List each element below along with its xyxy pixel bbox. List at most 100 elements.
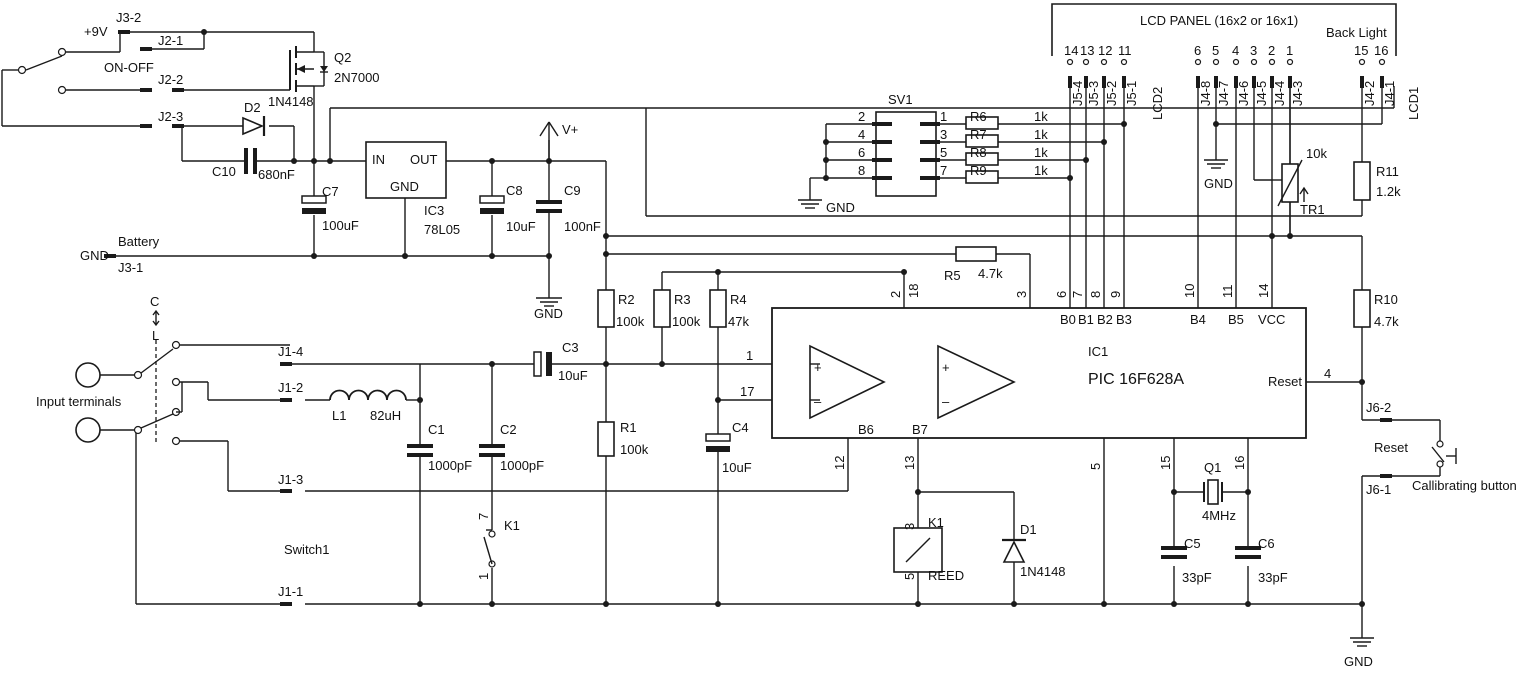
label-c1-val: 1000pF	[428, 458, 472, 473]
relay-pin-3: 3	[902, 523, 917, 530]
label-j3-2: J3-2	[116, 10, 141, 25]
header-sv1	[872, 111, 940, 197]
label-r4-val: 47k	[728, 314, 749, 329]
label-ic3: IC3	[424, 203, 444, 218]
relay-coil-k1	[893, 527, 943, 573]
resistors-r6-r9	[965, 116, 999, 184]
label-j4-4: J4-4	[1272, 81, 1287, 106]
capacitor-c9	[536, 200, 562, 213]
label-tr1-val: 10k	[1306, 146, 1327, 161]
sv1-pin-4: 4	[858, 127, 865, 142]
lcd-pin-4: 4	[1232, 43, 1239, 58]
label-sv1: SV1	[888, 92, 913, 107]
lcd-pin-3: 3	[1250, 43, 1257, 58]
trimmer-tr1	[1272, 86, 1309, 236]
label-vplus: V+	[562, 122, 578, 137]
label-c7: C7	[322, 184, 339, 199]
pin-13: 13	[902, 456, 917, 470]
ic1-b2: B2	[1097, 312, 1113, 327]
lcd-title: LCD PANEL (16x2 or 16x1)	[1140, 13, 1298, 28]
crystal-q1	[1203, 479, 1223, 505]
label-j2-1: J2-1	[158, 33, 183, 48]
ic1-b4: B4	[1190, 312, 1206, 327]
lcd-pin-13: 13	[1080, 43, 1094, 58]
ground-symbols	[536, 159, 1374, 647]
opamp2-minus: –	[942, 394, 950, 409]
label-lcd1: LCD1	[1406, 87, 1421, 120]
ic1-b0: B0	[1060, 312, 1076, 327]
label-d1-part: 1N4148	[1020, 564, 1066, 579]
label-j3-1: J3-1	[118, 260, 143, 275]
lcd-pin-12: 12	[1098, 43, 1112, 58]
label-gnd-reset: GND	[1344, 654, 1373, 669]
label-c8-val: 10uF	[506, 219, 536, 234]
diode-d2	[242, 116, 266, 136]
regulator-ic3	[365, 141, 447, 199]
mosfet-q2	[289, 46, 328, 92]
label-l1: L1	[332, 408, 346, 423]
label-r4: R4	[730, 292, 747, 307]
k1-pin-1: 1	[476, 573, 491, 580]
label-r1: R1	[620, 420, 637, 435]
opamp2-plus: +	[942, 360, 950, 375]
label-r11-val: 1.2k	[1376, 184, 1401, 199]
label-j5-1: J5-1	[1124, 81, 1139, 106]
label-c3: C3	[562, 340, 579, 355]
pin-17: 17	[740, 384, 754, 399]
ic1-b6: B6	[858, 422, 874, 437]
label-gnd-lcd: GND	[1204, 176, 1233, 191]
label-c9: C9	[564, 183, 581, 198]
capacitors-c1-c2	[407, 444, 505, 457]
label-lcd2: LCD2	[1150, 87, 1165, 120]
label-c4: C4	[732, 420, 749, 435]
label-r6: R6	[970, 109, 987, 124]
label-switch1: Switch1	[284, 542, 330, 557]
labels: +9V J3-2 J2-1 ON-OFF J2-2 J2-3 Q2 2N7000…	[36, 10, 1517, 669]
label-tr1: TR1	[1300, 202, 1325, 217]
label-j4-2: J4-2	[1362, 81, 1377, 106]
lcd-pin-14: 14	[1064, 43, 1078, 58]
wires	[1, 31, 1440, 638]
label-ic3-in: IN	[372, 152, 385, 167]
pin-3: 3	[1014, 291, 1029, 298]
label-l1-val: 82uH	[370, 408, 401, 423]
ic1-part: PIC 16F628A	[1088, 371, 1184, 388]
pin-8: 8	[1088, 291, 1103, 298]
label-gnd-sv1: GND	[826, 200, 855, 215]
pin-2: 2	[888, 291, 903, 298]
label-j4-1: J4-1	[1382, 81, 1397, 106]
label-r5-val: 4.7k	[978, 266, 1003, 281]
label-j5-3: J5-3	[1086, 81, 1101, 106]
label-r2-val: 100k	[616, 314, 645, 329]
lcd-pin-11: 11	[1118, 43, 1132, 58]
label-q1: Q1	[1204, 460, 1221, 475]
label-j6-1: J6-1	[1366, 482, 1391, 497]
label-j6-2: J6-2	[1366, 400, 1391, 415]
label-switch-l: L	[152, 328, 159, 343]
pin-6: 6	[1054, 291, 1069, 298]
pin-10: 10	[1182, 284, 1197, 298]
label-r1-val: 100k	[620, 442, 649, 457]
label-j1-1: J1-1	[278, 584, 303, 599]
lcd-pin-5: 5	[1212, 43, 1219, 58]
pin-16: 16	[1232, 456, 1247, 470]
label-r5: R5	[944, 268, 961, 283]
label-r9: R9	[970, 163, 987, 178]
label-c2: C2	[500, 422, 517, 437]
label-j4-3: J4-3	[1290, 81, 1305, 106]
capacitor-c3	[533, 351, 552, 377]
vplus-arrow	[539, 121, 559, 161]
label-d1: D1	[1020, 522, 1037, 537]
reset-button	[1431, 420, 1457, 476]
label-c6: C6	[1258, 536, 1275, 551]
label-q1-val: 4MHz	[1202, 508, 1236, 523]
label-q2: Q2	[334, 50, 351, 65]
relay-pin-5: 5	[902, 573, 917, 580]
pin-18: 18	[906, 284, 921, 298]
resistor-r11	[1353, 161, 1371, 201]
label-c10: C10	[212, 164, 236, 179]
label-r10-val: 4.7k	[1374, 314, 1399, 329]
label-input-terminals: Input terminals	[36, 394, 122, 409]
pin-14: 14	[1256, 284, 1271, 298]
